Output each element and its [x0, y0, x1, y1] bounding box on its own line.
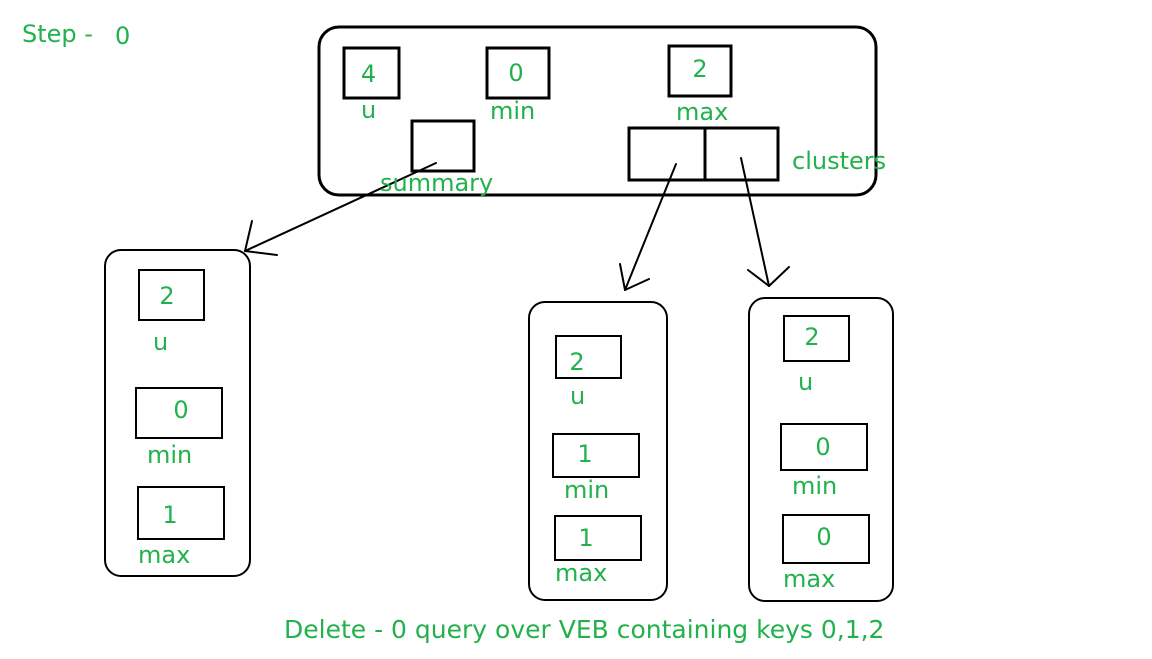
arrow-cluster-0-to-node — [619, 163, 677, 291]
cluster-0-max-box — [554, 515, 642, 561]
root-max-value: 2 — [692, 55, 708, 83]
cluster-0-u-box — [555, 335, 622, 379]
root-summary-label: summary — [380, 169, 494, 197]
summary-u-box — [138, 269, 205, 321]
cluster-0-min-label: min — [564, 476, 610, 504]
summary-node — [104, 249, 251, 577]
cluster-1-u-value: 2 — [804, 323, 820, 351]
summary-min-value: 0 — [173, 396, 189, 424]
arrow-summary-to-summary-node — [244, 162, 437, 256]
root-node — [317, 25, 878, 197]
caption: Delete - 0 query over VEB containing key… — [284, 615, 885, 644]
root-u-label: u — [361, 96, 377, 124]
cluster-0-min-value: 1 — [577, 440, 593, 468]
cluster-1-u-label: u — [798, 368, 814, 396]
cluster-1-node — [748, 297, 894, 602]
step-label: Step - — [22, 20, 93, 48]
cluster-0-u-label: u — [570, 382, 586, 410]
summary-min-label: min — [147, 441, 193, 469]
cluster-1-max-value: 0 — [816, 523, 832, 551]
summary-min-box — [135, 387, 223, 439]
root-max-label: max — [676, 98, 729, 126]
summary-u-value: 2 — [159, 282, 175, 310]
cluster-1-u-box — [783, 315, 850, 362]
summary-max-box — [137, 486, 225, 540]
root-cluster-0-box — [627, 126, 707, 182]
root-max-box — [667, 44, 733, 98]
cluster-0-u-value: 2 — [569, 348, 585, 376]
cluster-0-max-label: max — [555, 559, 608, 587]
root-u-value: 4 — [360, 60, 377, 88]
step-value: 0 — [115, 22, 131, 50]
cluster-0-max-value: 1 — [578, 524, 594, 552]
cluster-0-node — [528, 301, 668, 601]
cluster-1-min-value: 0 — [815, 433, 831, 461]
cluster-0-min-box — [552, 433, 640, 478]
root-summary-box — [410, 119, 476, 173]
arrow-cluster-1-to-node — [740, 157, 790, 287]
root-clusters-label: clusters — [792, 147, 887, 175]
root-min-box — [485, 46, 551, 100]
cluster-1-max-label: max — [783, 565, 836, 593]
summary-max-label: max — [138, 541, 191, 569]
root-cluster-1-box — [703, 126, 780, 182]
root-u-box — [342, 46, 401, 100]
summary-u-label: u — [153, 328, 169, 356]
root-min-value: 0 — [508, 59, 524, 87]
root-min-label: min — [490, 97, 536, 125]
cluster-1-min-box — [780, 423, 868, 471]
cluster-1-min-label: min — [792, 472, 838, 500]
cluster-1-max-box — [782, 514, 870, 564]
summary-max-value: 1 — [162, 501, 178, 529]
